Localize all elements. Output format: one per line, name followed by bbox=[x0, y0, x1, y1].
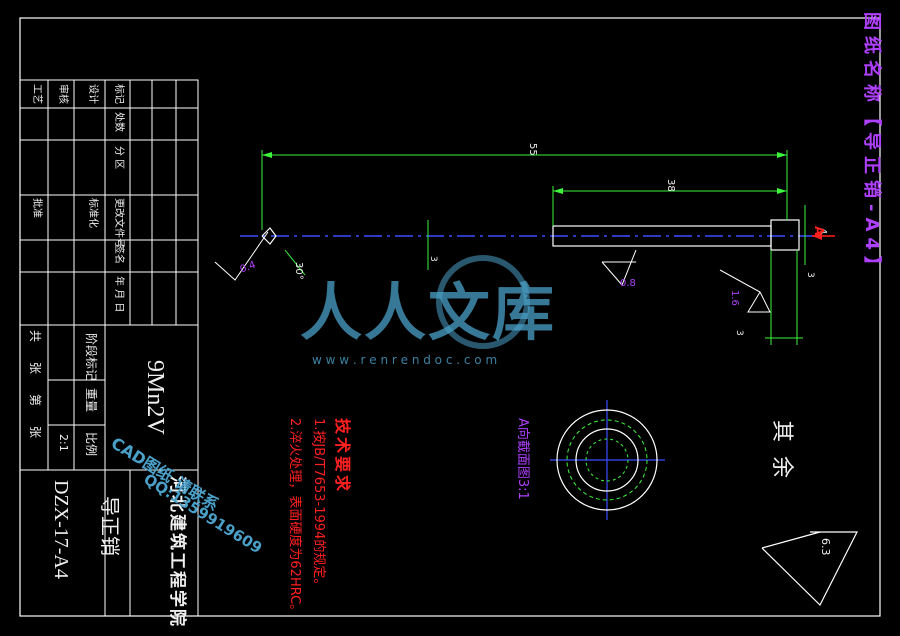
dim-overall: 55 bbox=[527, 143, 538, 156]
tech-req-1: 1.按JB/T7653-1994的规定。 bbox=[311, 418, 326, 592]
section-a-view bbox=[550, 400, 665, 520]
dim-chamfer: 3 bbox=[805, 272, 815, 278]
watermark-logo-ring bbox=[436, 255, 530, 349]
other-label: 其余 bbox=[769, 420, 794, 493]
process-label: 工艺 bbox=[31, 84, 42, 104]
pin-main-view bbox=[214, 150, 835, 345]
pin-tip bbox=[261, 227, 277, 245]
sheet-count: 共 张 第 张 bbox=[28, 330, 42, 443]
roughness-mid: 0.8 bbox=[620, 278, 636, 289]
designer-label: 设计 bbox=[87, 84, 98, 104]
roughness-symbol-right bbox=[719, 269, 771, 313]
drawing-number: DZX-17-A4 bbox=[50, 480, 72, 579]
rev-header-sign: 签名 bbox=[113, 244, 124, 264]
stage-label: 阶段标记 bbox=[84, 333, 98, 382]
rev-header-doc: 更改文件号 bbox=[113, 198, 124, 248]
watermark-url: w w w . r e n r e n d o c . c o m bbox=[312, 353, 498, 367]
drawing-title: 图纸名称【导正销-A4】 bbox=[861, 12, 882, 280]
dim-partial: 38 bbox=[665, 179, 676, 192]
roughness-symbol-left bbox=[214, 231, 269, 281]
dim-small-dia: 3 bbox=[428, 256, 438, 262]
tech-req-2: 2.淬火处理，表面硬度为62HRC。 bbox=[287, 418, 302, 618]
tech-title: 技术要求 bbox=[333, 418, 352, 495]
section-dashed-circle bbox=[566, 419, 648, 501]
scale-label: 比例 bbox=[84, 432, 98, 457]
rev-header-count: 处数 bbox=[113, 112, 124, 132]
part-name-text: 导正销 bbox=[98, 496, 122, 556]
approval-label: 批准 bbox=[31, 198, 42, 218]
standardization-label: 标准化 bbox=[87, 198, 98, 228]
section-outer-circle bbox=[556, 409, 658, 511]
other-roughness-value: 6.3 bbox=[819, 538, 832, 556]
pin-head bbox=[770, 219, 800, 251]
section-inner-circle bbox=[575, 428, 639, 492]
rev-header-mark: 标记 bbox=[113, 84, 124, 104]
dim-small-length: 3 bbox=[734, 330, 744, 336]
rev-header-zone: 分 区 bbox=[113, 146, 124, 170]
title-block bbox=[19, 79, 199, 617]
weight-label: 重量 bbox=[84, 388, 98, 413]
roughness-right: 1.6 bbox=[729, 290, 740, 306]
view-arrow-label: A bbox=[812, 226, 826, 236]
reviewer-label: 审核 bbox=[57, 84, 68, 104]
rev-header-date: 年 月 日 bbox=[113, 276, 124, 313]
roughness-symbol-other bbox=[761, 531, 858, 607]
scale-value: 2:1 bbox=[57, 434, 70, 452]
section-note: A向截面图3:1 bbox=[515, 418, 530, 500]
material-text: 9Mn2V bbox=[142, 360, 168, 435]
